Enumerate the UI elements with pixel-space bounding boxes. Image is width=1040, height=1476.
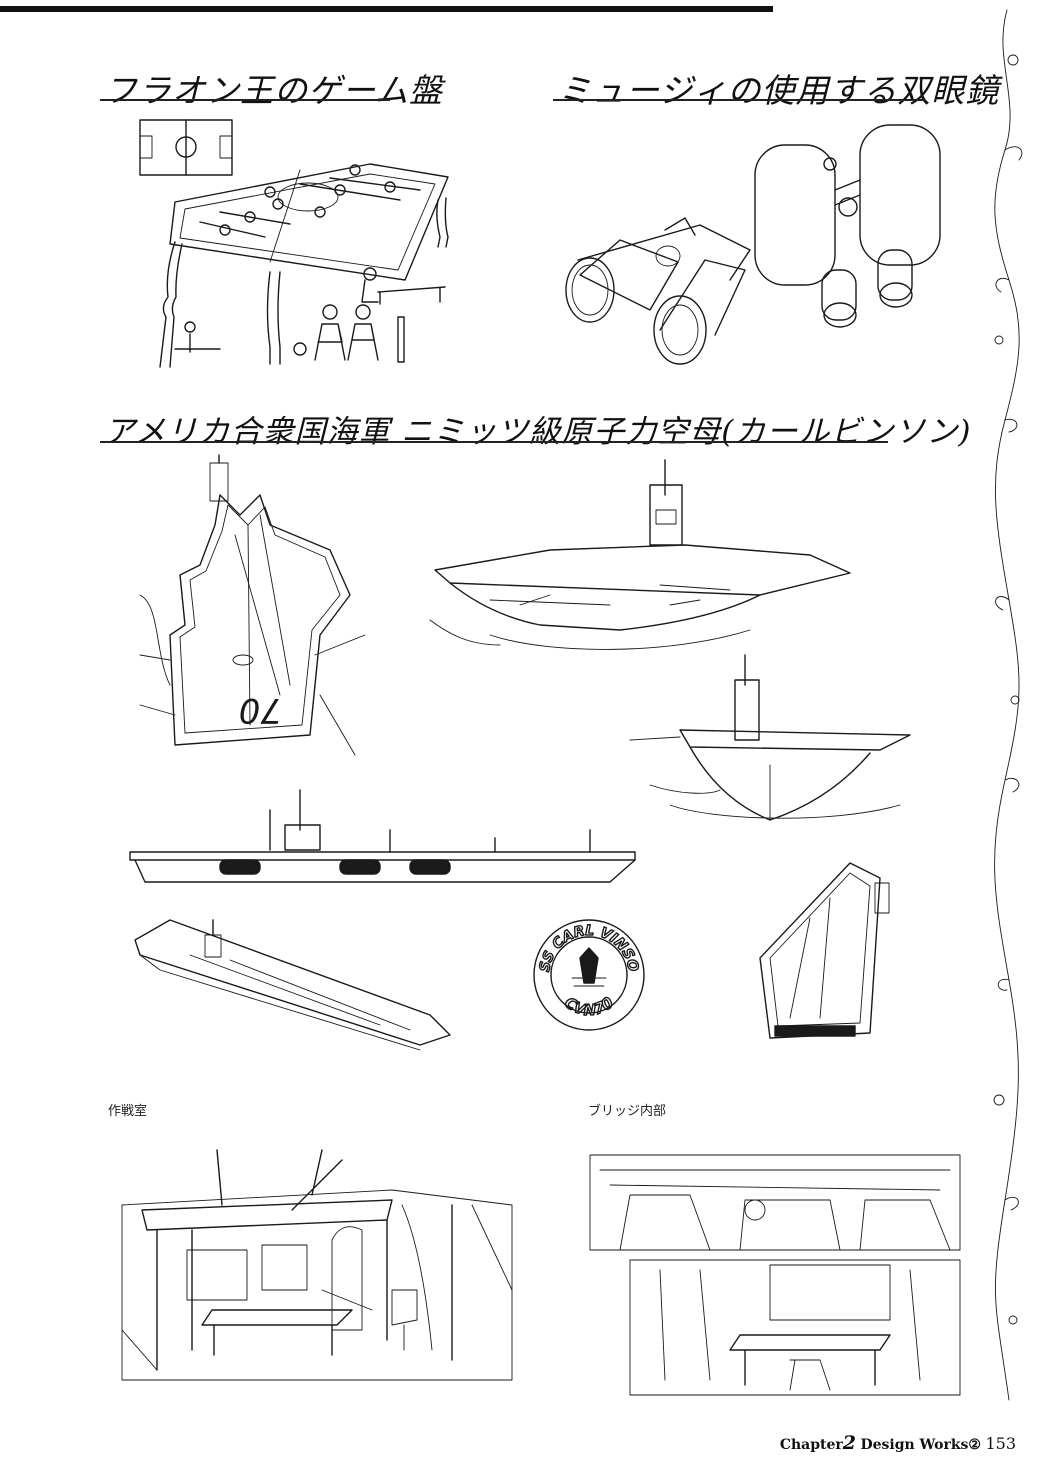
carrier-front-view-sketch bbox=[629, 654, 911, 821]
operations-room-caption: 作戦室 bbox=[108, 1104, 148, 1119]
carrier-bow-view-sketch bbox=[759, 862, 890, 1039]
carrier-title: アメリカ合衆国海軍 ニミッツ級原子力空母(カールビンソン) bbox=[104, 414, 972, 450]
vine-border-decoration bbox=[993, 9, 1023, 1401]
section-label: Design Works② bbox=[860, 1437, 981, 1453]
hull-number-text: 70 bbox=[239, 690, 282, 730]
chapter-number: 2 bbox=[842, 1432, 857, 1454]
carrier-side-profile-sketch bbox=[129, 789, 636, 883]
svg-text:CVN70: CVN70 bbox=[561, 993, 617, 1019]
game-board-sketch bbox=[139, 119, 449, 368]
carl-vinson-emblem: USS CARL VINSON CVN70 bbox=[525, 905, 645, 1031]
binoculars-title-underline bbox=[553, 99, 925, 101]
carrier-top-view-sketch: 70 bbox=[139, 454, 366, 756]
emblem-bottom-text: CVN70 bbox=[560, 993, 617, 1020]
carrier-title-underline bbox=[100, 441, 888, 443]
top-rule bbox=[0, 6, 773, 12]
game-board-title: フラオン王のゲーム盤 bbox=[104, 71, 444, 110]
bridge-interior-caption: ブリッジ内部 bbox=[588, 1104, 667, 1119]
bridge-interior-sketch bbox=[589, 1154, 961, 1396]
carrier-low-angle-sketch bbox=[134, 919, 451, 1051]
game-board-title-underline bbox=[100, 99, 390, 101]
binoculars-sketch bbox=[565, 124, 941, 365]
binoculars-title: ミュージィの使用する双眼鏡 bbox=[558, 71, 1000, 110]
carrier-angled-view-sketch bbox=[429, 459, 851, 650]
page-number: 153 bbox=[985, 1434, 1016, 1453]
operations-room-sketch bbox=[121, 1149, 513, 1381]
page-footer: Chapter2 Design Works② 153 bbox=[780, 1432, 1016, 1454]
chapter-label: Chapter bbox=[779, 1437, 843, 1453]
